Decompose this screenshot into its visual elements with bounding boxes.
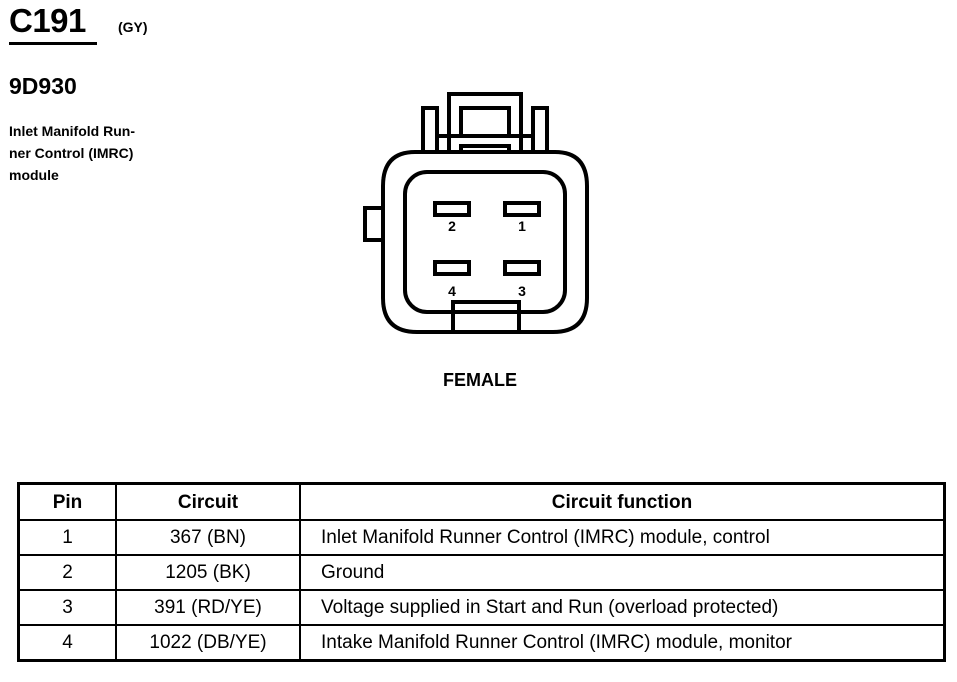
- part-number: 9D930: [9, 73, 77, 99]
- table-header-row: Pin Circuit Circuit function: [17, 482, 946, 521]
- part-description-line-3: module: [9, 167, 59, 183]
- cell-function: Inlet Manifold Runner Control (IMRC) mod…: [299, 519, 946, 556]
- table-row: 1 367 (BN) Inlet Manifold Runner Control…: [17, 519, 946, 556]
- latch-inner: [459, 106, 511, 138]
- part-description-line-1: Inlet Manifold Run-: [9, 123, 135, 139]
- cell-circuit: 367 (BN): [115, 519, 301, 556]
- part-description-line-2: ner Control (IMRC): [9, 145, 134, 161]
- connector-color-code: (GY): [118, 19, 148, 35]
- table-row: 2 1205 (BK) Ground: [17, 554, 946, 591]
- cell-circuit: 1022 (DB/YE): [115, 624, 301, 662]
- terminal-1: [503, 201, 541, 217]
- terminal-2: [433, 201, 471, 217]
- pin-label-4: 4: [448, 283, 456, 299]
- cell-function: Intake Manifold Runner Control (IMRC) mo…: [299, 624, 946, 662]
- cell-pin: 2: [17, 554, 117, 591]
- pinout-table: Pin Circuit Circuit function 1 367 (BN) …: [17, 482, 946, 662]
- cell-circuit: 1205 (BK): [115, 554, 301, 591]
- bottom-tab: [451, 300, 521, 334]
- cell-pin: 4: [17, 624, 117, 662]
- table-row: 4 1022 (DB/YE) Intake Manifold Runner Co…: [17, 624, 946, 662]
- cell-pin: 3: [17, 589, 117, 626]
- header-pin: Pin: [17, 482, 117, 521]
- part-description: Inlet Manifold Run- ner Control (IMRC) m…: [9, 120, 179, 186]
- pin-label-3: 3: [518, 283, 526, 299]
- title-underline: [9, 42, 97, 45]
- cell-pin: 1: [17, 519, 117, 556]
- table-row: 3 391 (RD/YE) Voltage supplied in Start …: [17, 589, 946, 626]
- terminal-4: [433, 260, 471, 276]
- connector-gender-label: FEMALE: [443, 370, 517, 390]
- header-circuit: Circuit: [115, 482, 301, 521]
- pin-label-1: 1: [518, 218, 526, 234]
- housing-outer: [381, 150, 589, 334]
- terminal-3: [503, 260, 541, 276]
- connector-id: C191: [9, 2, 86, 39]
- cell-circuit: 391 (RD/YE): [115, 589, 301, 626]
- pin-label-2: 2: [448, 218, 456, 234]
- side-key: [363, 206, 383, 242]
- cell-function: Voltage supplied in Start and Run (overl…: [299, 589, 946, 626]
- header-circuit-function: Circuit function: [299, 482, 946, 521]
- housing-inner: [403, 170, 567, 314]
- cell-function: Ground: [299, 554, 946, 591]
- connector-face-diagram: 2 1 4 3: [363, 92, 589, 334]
